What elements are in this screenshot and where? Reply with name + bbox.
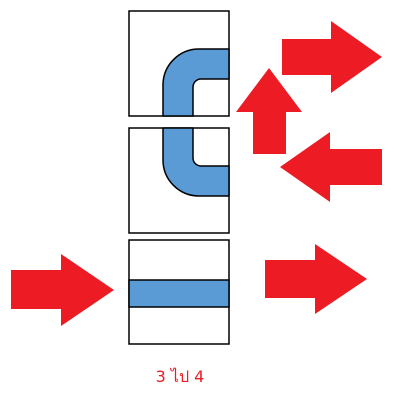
caption-text: 3 ไป 4: [155, 367, 205, 386]
tile-bottom-pipe: [128, 279, 230, 308]
arrow-left-middle-icon: [280, 132, 382, 202]
arrow-right-left-side-icon: [11, 254, 114, 326]
tile-bottom: [128, 239, 230, 345]
tile-top: [128, 10, 230, 117]
tile-middle: [128, 127, 230, 234]
arrow-right-top-icon: [282, 21, 382, 93]
tile-top-pipe: [162, 48, 230, 117]
arrow-up-icon: [236, 68, 302, 154]
arrow-right-right-side-icon: [265, 244, 367, 314]
tile-middle-pipe: [162, 127, 230, 197]
